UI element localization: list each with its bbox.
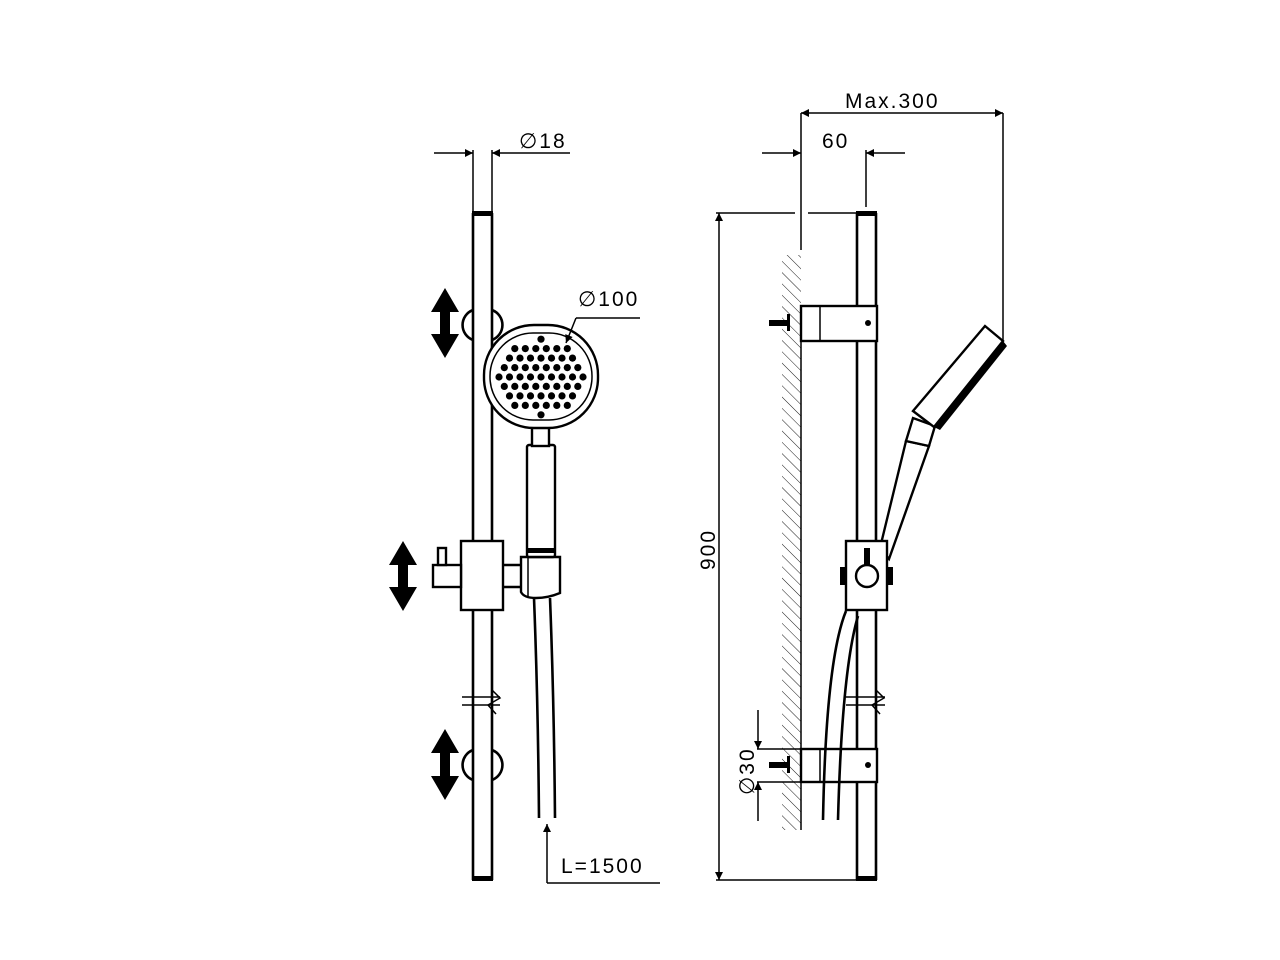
nozzle-dot xyxy=(505,392,514,400)
nozzle-dot xyxy=(505,373,514,381)
nozzle-dot xyxy=(516,392,524,400)
nozzle-dot xyxy=(553,382,561,390)
nozzle-dot xyxy=(563,345,571,353)
head-diameter-label: ∅100 xyxy=(578,288,639,311)
front-rail-break-icon xyxy=(462,689,502,715)
nozzle-dot xyxy=(563,364,571,372)
nozzle-dot xyxy=(537,373,545,381)
side-hose xyxy=(821,610,860,821)
front-upper-bracket xyxy=(461,308,504,342)
side-shower-head xyxy=(911,324,1007,430)
side-upper-bracket xyxy=(769,304,879,343)
nozzle-dot xyxy=(563,382,571,390)
nozzle-dot xyxy=(532,401,540,409)
nozzle-dot xyxy=(516,354,524,362)
front-view xyxy=(389,211,600,881)
nozzle-dot xyxy=(505,354,514,362)
nozzle-dot xyxy=(558,354,566,362)
nozzle-dot xyxy=(553,364,561,372)
nozzle-dot xyxy=(495,373,503,381)
double-vertical-arrow-icon xyxy=(389,541,417,611)
nozzle-dot xyxy=(511,345,519,353)
double-vertical-arrow-icon xyxy=(431,729,459,800)
max-projection-label: Max.300 xyxy=(845,90,940,113)
nozzle-dot xyxy=(547,373,556,381)
nozzle-dot xyxy=(537,411,545,419)
nozzle-dot xyxy=(542,364,550,372)
nozzle-dot xyxy=(537,392,545,400)
nozzle-dot xyxy=(516,373,524,381)
nozzle-dot xyxy=(542,382,550,390)
nozzle-dot xyxy=(553,345,561,353)
bracket-diameter-label: ∅30 xyxy=(736,747,759,795)
double-vertical-arrow-icon xyxy=(431,288,459,358)
nozzle-dot xyxy=(521,345,529,353)
nozzle-dot xyxy=(542,345,550,353)
nozzle-dot xyxy=(574,382,582,390)
front-hose xyxy=(532,597,557,819)
rail-diameter-label: ∅18 xyxy=(519,130,567,153)
nozzle-dot xyxy=(568,373,577,381)
nozzle-dot xyxy=(500,364,508,372)
nozzle-dot xyxy=(547,354,556,362)
front-lower-bracket xyxy=(461,748,504,782)
nozzle-dot xyxy=(521,382,529,390)
nozzle-dot xyxy=(553,401,561,409)
nozzle-dot xyxy=(558,392,566,400)
side-rail-break-icon xyxy=(846,689,886,715)
side-slider xyxy=(840,539,893,612)
nozzle-dot xyxy=(574,364,582,372)
nozzle-dot xyxy=(532,345,540,353)
nozzle-dot xyxy=(521,401,529,409)
nozzle-dot xyxy=(532,364,540,372)
nozzle-dot xyxy=(526,354,535,362)
nozzle-dot xyxy=(537,354,545,362)
nozzle-dot xyxy=(511,364,519,372)
nozzle-pattern xyxy=(495,335,587,419)
nozzle-dot xyxy=(511,382,519,390)
nozzle-dot xyxy=(537,335,545,343)
nozzle-dot xyxy=(532,382,540,390)
nozzle-dot xyxy=(558,373,566,381)
hose-length-label: L=1500 xyxy=(561,855,644,878)
nozzle-dot xyxy=(542,401,550,409)
rail-height-label: 900 xyxy=(697,529,720,570)
front-handle xyxy=(525,423,557,559)
nozzle-dot xyxy=(579,373,587,381)
nozzle-dot xyxy=(500,382,508,390)
dimension-lines xyxy=(434,109,1004,884)
nozzle-dot xyxy=(511,401,519,409)
wall-offset-label: 60 xyxy=(822,130,849,153)
nozzle-dot xyxy=(547,392,556,400)
nozzle-dot xyxy=(563,401,571,409)
front-slider xyxy=(431,539,562,612)
front-shower-head xyxy=(482,323,600,430)
nozzle-dot xyxy=(568,354,577,362)
side-view xyxy=(769,113,1007,881)
nozzle-dot xyxy=(526,392,535,400)
side-handle xyxy=(878,416,937,562)
nozzle-dot xyxy=(526,373,535,381)
wall xyxy=(782,113,802,830)
nozzle-dot xyxy=(568,392,577,400)
nozzle-dot xyxy=(521,364,529,372)
